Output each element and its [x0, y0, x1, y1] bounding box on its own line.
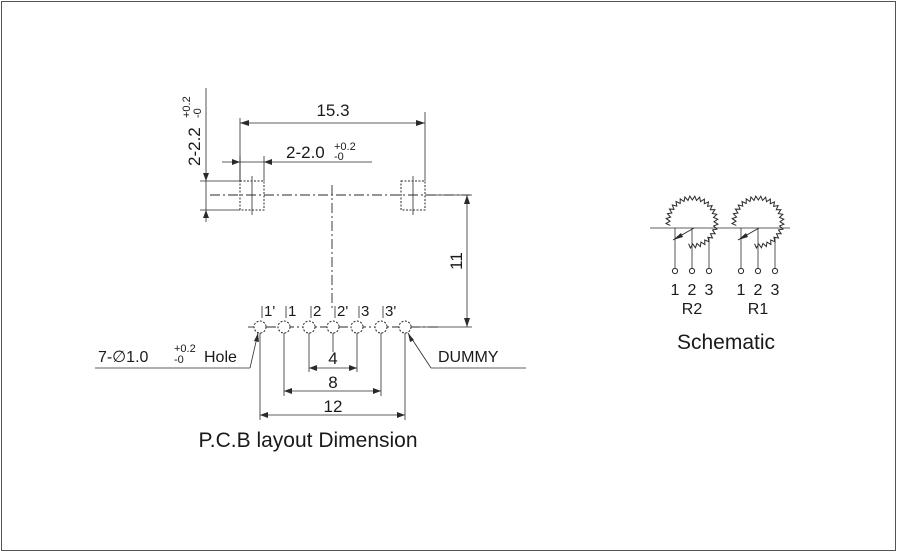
- dummy-leader-arrow: [408, 333, 414, 342]
- arrow-slot-w-right: [264, 159, 272, 165]
- pcb-layout: 15.3 2-2.0 +0.2 -0 2-2.2 +0.2 -0 11: [95, 88, 526, 452]
- resistor-r1: 1 2 3 R1: [730, 195, 785, 318]
- dim-4-label: 4: [328, 349, 337, 368]
- hole-pin-2: [302, 320, 316, 334]
- r1-pin-1-dot: [737, 267, 745, 275]
- slot-height-base: 2-2.2: [185, 127, 204, 166]
- slot-height-tol-minus: -0: [192, 108, 204, 118]
- r2-pin-3-label: 3: [705, 282, 714, 299]
- hole-leader-arrow: [254, 333, 259, 342]
- hole-suffix: Hole: [204, 349, 237, 366]
- arrow-11-bottom: [464, 318, 470, 327]
- r2-pin-2-label: 2: [688, 282, 697, 299]
- r1-pin-2-label: 2: [754, 282, 763, 299]
- hole-symbol: ∅: [112, 349, 126, 366]
- hole-pin-2p: [326, 320, 340, 334]
- slot-width-label: 2-2.0: [286, 143, 325, 162]
- pcb-layout-title: P.C.B layout Dimension: [198, 429, 417, 452]
- pin-label-1: 1: [288, 303, 296, 320]
- r1-label: R1: [748, 301, 769, 318]
- r1-resistive-track: [730, 195, 785, 250]
- arrow-slot-w-left: [232, 159, 240, 165]
- r1-wiper-arrow: [738, 233, 748, 240]
- hole-pin-1p: [253, 320, 267, 334]
- pin-label-3: 3: [361, 303, 369, 320]
- arrow-8-left: [284, 388, 292, 394]
- slot-width-tol-plus: +0.2: [334, 141, 356, 153]
- hole-tol-plus: +0.2: [174, 343, 196, 355]
- r2-label: R2: [682, 301, 703, 318]
- dim-height-wrap: 11: [447, 252, 466, 270]
- schematic-title: Schematic: [677, 331, 775, 354]
- pin-holes: [253, 320, 412, 334]
- arrow-11-top: [464, 195, 470, 204]
- arrow-15-right: [416, 120, 425, 126]
- dim-8-label: 8: [328, 373, 337, 392]
- hole-pin-1: [277, 320, 291, 334]
- hole-prefix: 7-: [98, 349, 112, 366]
- r2-pin-1-label: 1: [671, 282, 680, 299]
- dummy-label: DUMMY: [438, 349, 499, 366]
- slot-width-tol-minus: -0: [334, 151, 344, 163]
- hole-callout: 7-∅1.0: [98, 349, 149, 366]
- hole-base: 1.0: [126, 349, 148, 366]
- hole-pin-3p: [374, 320, 388, 334]
- slot-height-tol-plus: +0.2: [181, 96, 193, 118]
- schematic: 1 2 3 R2 1 2 3 R1 Schematic: [650, 195, 790, 354]
- r2-resistive-track: [664, 195, 719, 250]
- pin-label-3p: 3': [385, 303, 396, 320]
- arrow-slot-h-bottom: [203, 210, 209, 218]
- r1-pin-1-label: 1: [737, 282, 746, 299]
- arrow-15-left: [240, 120, 249, 126]
- arrow-4-left: [309, 365, 317, 371]
- arrow-8-right: [373, 388, 381, 394]
- hole-pin-3: [350, 320, 364, 334]
- arrow-12-right: [397, 412, 405, 418]
- dim-width-label: 15.3: [316, 101, 349, 120]
- slot-width-base: 2-2.0: [286, 143, 325, 162]
- hole-tol-minus: -0: [174, 354, 184, 366]
- dim-height-label: 11: [447, 252, 466, 270]
- r1-pin-2-dot: [754, 267, 762, 275]
- pin-label-2p: 2': [337, 303, 348, 320]
- pin-label-1p: 1': [264, 303, 275, 320]
- hole-dummy: [398, 320, 412, 334]
- r1-pin-3-dot: [771, 267, 779, 275]
- arrow-slot-h-top: [203, 173, 209, 181]
- dim-12-label: 12: [324, 397, 343, 416]
- pin-label-2: 2: [313, 303, 321, 320]
- r2-pin-3-dot: [705, 267, 713, 275]
- arrow-12-left: [260, 412, 268, 418]
- r2-pin-2-dot: [688, 267, 696, 275]
- arrow-4-right: [349, 365, 357, 371]
- r2-wiper-arrow: [673, 233, 683, 240]
- r1-pin-3-label: 3: [771, 282, 780, 299]
- slot-height-label: 2-2.2 +0.2 -0: [181, 96, 204, 166]
- r2-pin-1-dot: [671, 267, 679, 275]
- resistor-r2: 1 2 3 R2: [664, 195, 719, 318]
